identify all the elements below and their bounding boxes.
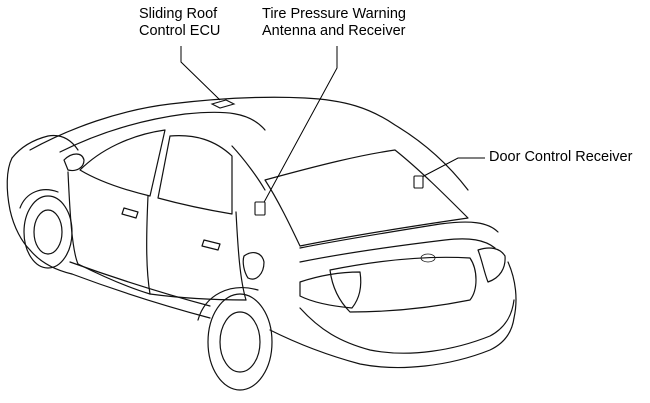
tire-pressure-receiver-marker: [254, 201, 266, 216]
leader-sliding-roof: [180, 46, 221, 101]
sliding-roof-ecu-marker: [210, 99, 236, 109]
component-markers: [210, 99, 424, 216]
leader-lines: [180, 46, 485, 207]
door-control-receiver-marker: [413, 175, 424, 189]
label-sliding-roof-ecu: Sliding Roof Control ECU: [139, 6, 220, 40]
label-door-control-receiver: Door Control Receiver: [489, 149, 632, 166]
label-tire-pressure-line2: Antenna and Receiver: [262, 23, 406, 39]
label-tire-pressure-receiver: Tire Pressure Warning Antenna and Receiv…: [262, 6, 406, 40]
wheels: [19, 189, 273, 391]
leader-door-control: [419, 157, 485, 179]
leader-tire-pressure: [261, 46, 338, 207]
label-sliding-roof-line1: Sliding Roof: [139, 6, 218, 22]
label-door-control-line1: Door Control Receiver: [489, 149, 633, 165]
car-body-outline: [6, 96, 517, 369]
label-sliding-roof-line2: Control ECU: [139, 23, 221, 39]
doors-and-windows: [67, 129, 265, 301]
label-tire-pressure-line1: Tire Pressure Warning: [262, 6, 406, 22]
